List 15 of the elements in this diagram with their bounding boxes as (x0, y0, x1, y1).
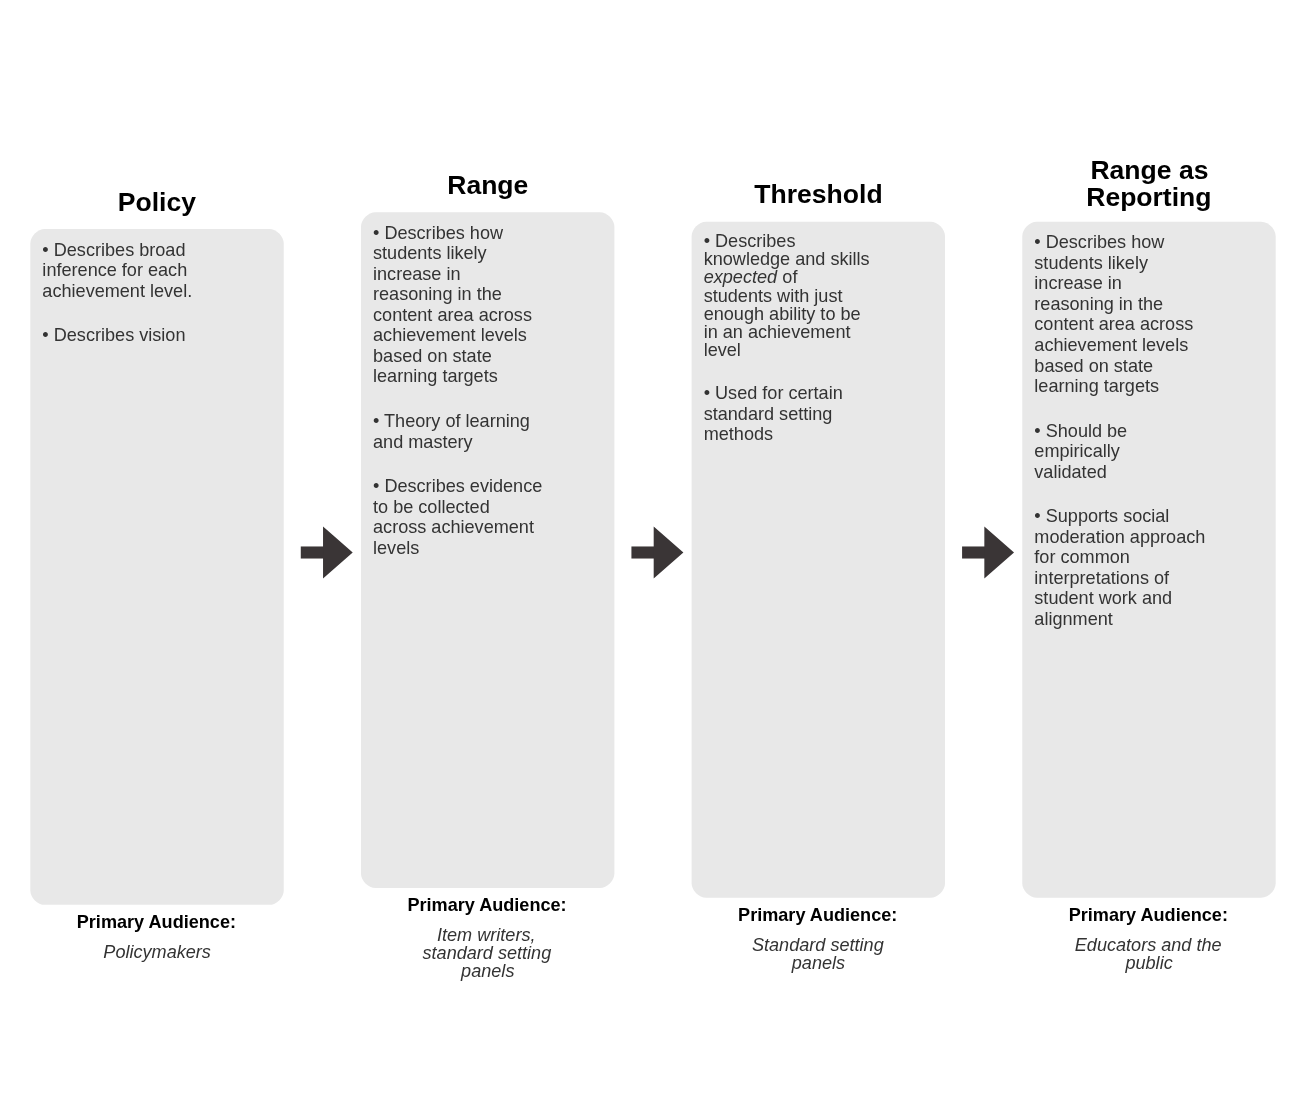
arrow (300, 526, 353, 578)
node-label: Primary Audience: (1068, 904, 1228, 925)
node-label: Threshold (754, 178, 883, 209)
arrow (962, 526, 1014, 578)
node-label: Primary Audience: (76, 911, 236, 932)
node-label: Range as Reporting (1086, 154, 1212, 212)
node-label: Policy (117, 186, 196, 217)
node-label: Item writers, standard setting panels (422, 924, 552, 981)
node-label: Standard setting panels (751, 934, 884, 973)
node-label: Policymakers (103, 941, 211, 962)
node-label: Primary Audience: (738, 904, 898, 925)
arrow (631, 526, 684, 578)
node-label: Range (447, 169, 529, 200)
node-label: Primary Audience: (407, 894, 567, 915)
node-label: Educators and the public (1074, 934, 1222, 973)
